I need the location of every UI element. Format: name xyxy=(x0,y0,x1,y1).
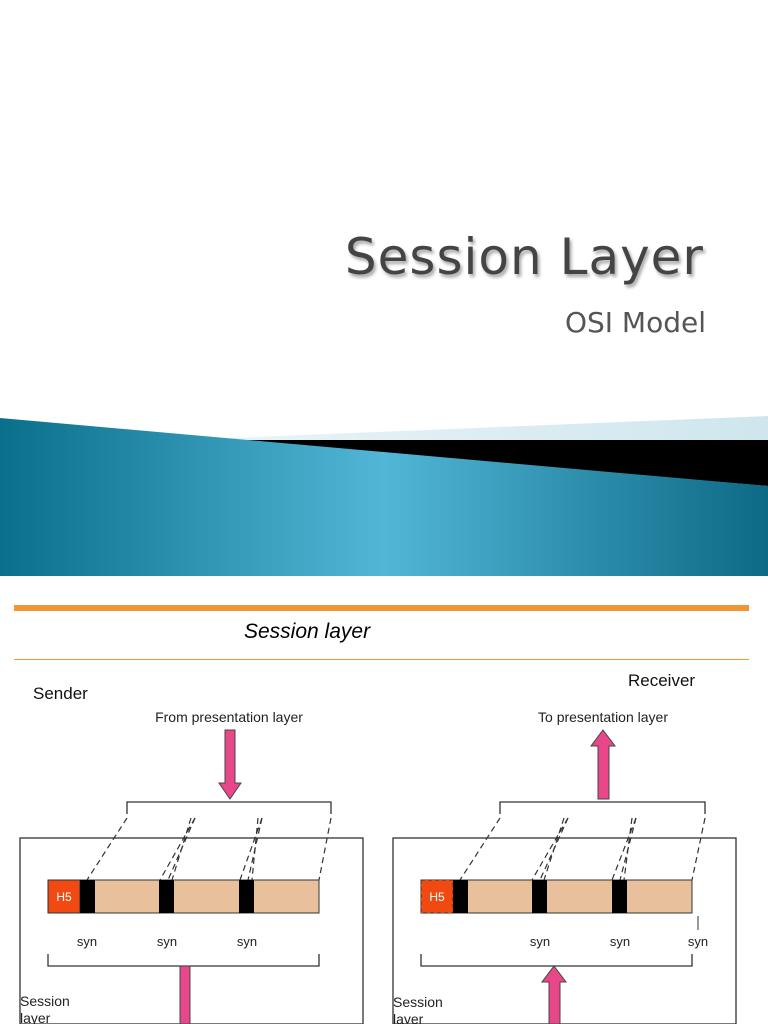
session-layer-diagram: From presentation layer H5 xyxy=(19,709,737,1024)
sender-dashed-lines xyxy=(86,817,332,881)
receiver-top-bracket xyxy=(499,801,706,814)
receiver-syn-marker xyxy=(532,880,547,913)
receiver-header-h5 xyxy=(420,879,454,914)
session-layer-slide: Session layer Sender Receiver From prese… xyxy=(0,576,768,1024)
slide-title: Session Layer xyxy=(344,228,704,286)
receiver-input-arrow xyxy=(541,965,567,1024)
accent-divider xyxy=(14,659,749,660)
sender-header-label: H5 xyxy=(56,890,72,904)
banner-teal-band xyxy=(0,418,768,576)
receiver-syn-marker xyxy=(612,880,627,913)
sender-syn-marker xyxy=(159,880,174,913)
receiver-syn-marker xyxy=(453,880,468,913)
receiver-header-label: H5 xyxy=(429,890,445,904)
receiver-output-arrow xyxy=(590,729,616,800)
sender-bottom-label-line1: Session xyxy=(20,993,70,1009)
receiver-dashed-lines xyxy=(459,817,706,881)
sender-label: Sender xyxy=(33,684,88,703)
banner-light-stripe xyxy=(230,416,768,440)
receiver-bottom-label-line1: Session xyxy=(393,994,443,1010)
title-slide: Session Layer OSI Model xyxy=(0,228,768,576)
receiver-top-label: To presentation layer xyxy=(538,709,668,725)
sender-syn-label: syn xyxy=(237,934,257,949)
receiver-diagram: To presentation layer H5 xyxy=(392,709,737,1024)
sender-layer-box xyxy=(19,837,364,1024)
sender-syn-label: syn xyxy=(77,934,97,949)
slide-subtitle: OSI Model xyxy=(564,306,706,339)
sender-diagram: From presentation layer H5 xyxy=(19,709,364,1024)
sender-bottom-label-line2: layer xyxy=(20,1010,51,1024)
receiver-syn-label: syn xyxy=(688,934,708,949)
sender-top-label: From presentation layer xyxy=(155,709,303,725)
decorative-banner xyxy=(0,416,768,576)
figure-title: Session layer xyxy=(244,620,371,643)
sender-syn-marker xyxy=(80,880,95,913)
sender-output-arrow xyxy=(179,965,191,1024)
accent-bar xyxy=(14,605,749,611)
sender-top-bracket xyxy=(126,801,332,814)
receiver-bottom-label-line2: layer xyxy=(393,1011,424,1024)
receiver-syn-label: syn xyxy=(530,934,550,949)
sender-input-arrow xyxy=(218,729,242,800)
receiver-label: Receiver xyxy=(628,671,696,690)
sender-syn-marker xyxy=(239,880,254,913)
receiver-bottom-bracket xyxy=(420,954,693,967)
sender-syn-label: syn xyxy=(157,934,177,949)
receiver-layer-box xyxy=(392,837,737,1024)
receiver-syn-label: syn xyxy=(610,934,630,949)
